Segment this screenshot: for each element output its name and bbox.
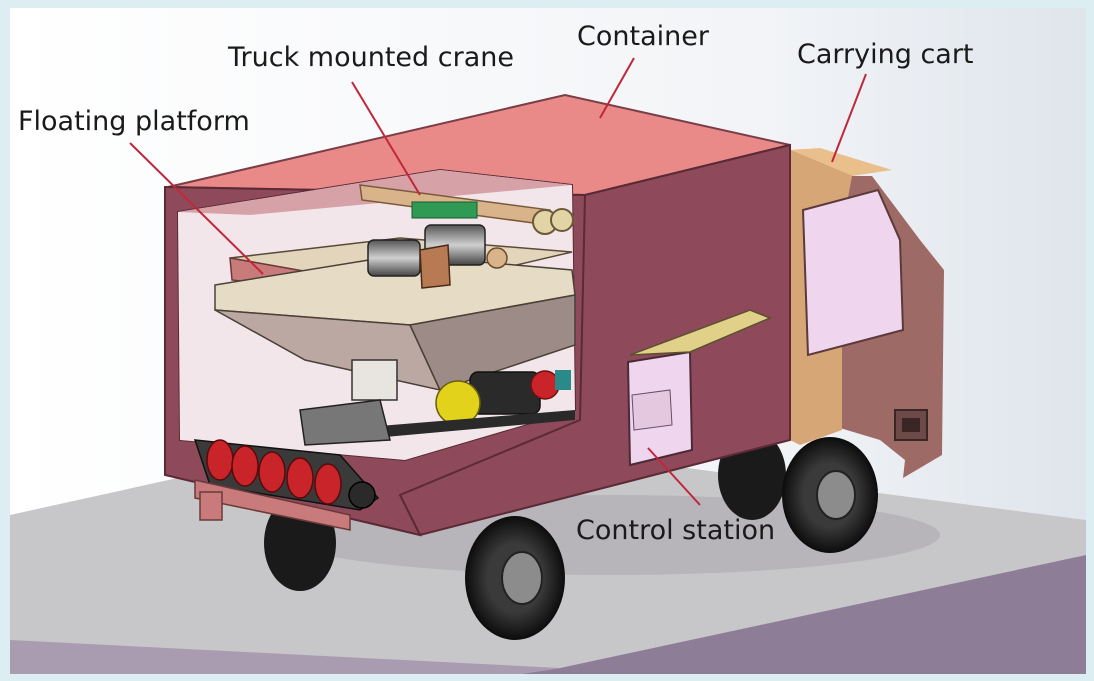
motor-red-cap bbox=[530, 370, 560, 400]
winch-drum-a bbox=[367, 239, 421, 277]
control-station-lid bbox=[629, 309, 772, 356]
motor-housing bbox=[351, 359, 398, 401]
cab-window bbox=[801, 188, 905, 357]
rear-bumper-block bbox=[199, 491, 223, 521]
leader-control-station bbox=[647, 447, 701, 506]
leader-floating-platform bbox=[129, 142, 264, 275]
control-station-panel bbox=[631, 389, 673, 431]
winch-bracket bbox=[419, 244, 451, 289]
leader-lines bbox=[129, 57, 867, 506]
floor-block-side bbox=[520, 555, 1086, 674]
label-floating-platform: Floating platform bbox=[18, 106, 250, 137]
cab-vent-inner bbox=[902, 418, 920, 432]
label-truck-mounted-crane: Truck mounted crane bbox=[228, 42, 514, 73]
winch-hub bbox=[486, 247, 508, 269]
leader-container bbox=[599, 57, 635, 119]
front-near-hub bbox=[816, 470, 856, 520]
platform-hull-front bbox=[408, 294, 576, 391]
auger-screw bbox=[206, 439, 342, 505]
chassis-rail bbox=[330, 410, 575, 442]
drive-linkage bbox=[299, 399, 391, 446]
leader-crane bbox=[351, 81, 421, 196]
crane-trolley bbox=[411, 201, 478, 219]
rear-bumper bbox=[194, 479, 351, 531]
cab-top bbox=[788, 148, 892, 176]
label-carrying-cart: Carrying cart bbox=[797, 39, 974, 70]
motor-cylinder bbox=[469, 371, 541, 415]
teal-fitting bbox=[555, 370, 571, 390]
label-container: Container bbox=[577, 21, 709, 52]
leader-carrying-cart bbox=[831, 73, 867, 163]
floor-block-edge bbox=[10, 640, 560, 674]
label-control-station: Control station bbox=[576, 515, 776, 546]
crane-wheel-b bbox=[550, 208, 574, 232]
auger-end-cap bbox=[348, 481, 376, 509]
rear-near-hub bbox=[501, 551, 543, 605]
